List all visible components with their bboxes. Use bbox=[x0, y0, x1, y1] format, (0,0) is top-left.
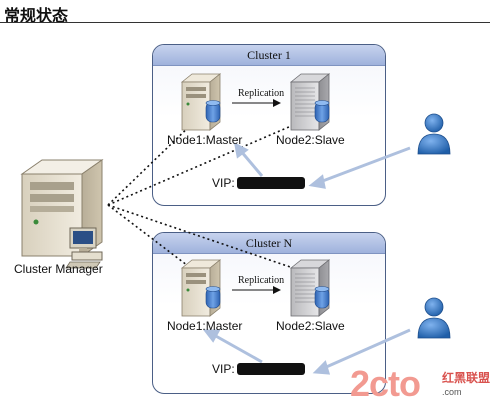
user-icon bbox=[417, 297, 451, 339]
cn-replication-label: Replication bbox=[238, 275, 285, 286]
c1-master-label: Node1:Master bbox=[167, 133, 243, 147]
c1-replication-label: Replication bbox=[238, 88, 285, 99]
user-icon bbox=[417, 113, 451, 155]
watermark: 2cto 红黑联盟 .com bbox=[350, 365, 490, 407]
page-title: 常规状态 bbox=[4, 6, 69, 25]
redacted-address bbox=[236, 363, 305, 375]
c1-vip-label: VIP: bbox=[212, 176, 235, 190]
cluster-n-title: Cluster N bbox=[153, 233, 385, 254]
link-manager-cn-master bbox=[107, 204, 197, 273]
manager-links bbox=[107, 119, 306, 273]
title-divider bbox=[0, 22, 490, 23]
c1-master-server-icon bbox=[180, 73, 222, 131]
cn-master-server-icon bbox=[180, 259, 222, 317]
c1-slave-label: Node2:Slave bbox=[276, 133, 345, 147]
cn-slave-label: Node2:Slave bbox=[276, 319, 345, 333]
watermark-logo: 2cto bbox=[350, 363, 421, 404]
link-manager-c1-slave bbox=[107, 119, 306, 206]
c1-vip: VIP: bbox=[212, 176, 305, 190]
client-arrows bbox=[202, 142, 411, 375]
cluster-manager-label: Cluster Manager bbox=[14, 262, 103, 276]
cn-vip-label: VIP: bbox=[212, 362, 235, 376]
cn-slave-server-icon bbox=[289, 259, 331, 317]
c1-slave-server-icon bbox=[289, 73, 331, 131]
cn-vip: VIP: bbox=[212, 362, 305, 376]
workstation-icon bbox=[65, 227, 103, 269]
cluster-1-title: Cluster 1 bbox=[153, 45, 385, 66]
redacted-address bbox=[236, 177, 305, 189]
watermark-url: .com bbox=[442, 387, 462, 397]
watermark-brand: 红黑联盟 bbox=[442, 371, 490, 385]
cn-master-label: Node1:Master bbox=[167, 319, 243, 333]
link-manager-c1-master bbox=[107, 119, 197, 206]
